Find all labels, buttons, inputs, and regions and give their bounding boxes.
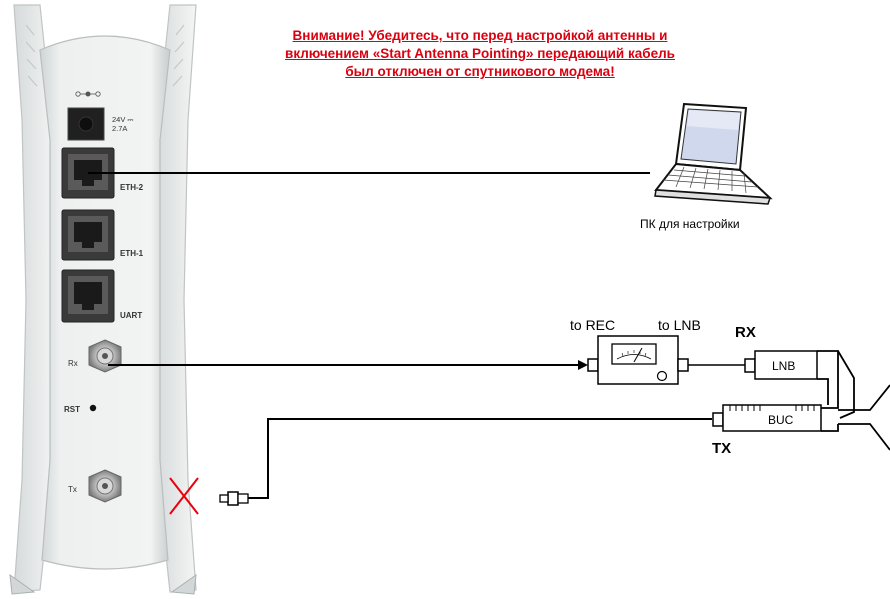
rx-arrow-icon (578, 360, 588, 370)
tx-label: TX (712, 440, 731, 457)
power-rating-line-2: 2.7A (112, 124, 127, 133)
meter-to-lnb-label: to LNB (658, 317, 701, 333)
rx-label: RX (735, 324, 756, 341)
uart-port (62, 270, 114, 322)
eth1-label: ETH-1 (120, 249, 144, 258)
satellite-modem-device: 24V ⎓ 2.7A ETH-2 ETH-1 UART Rx (0, 0, 210, 599)
rx-f-connector (89, 340, 121, 372)
eth2-label: ETH-2 (120, 183, 144, 192)
reset-button (90, 405, 96, 411)
disconnected-plug-icon (220, 492, 248, 505)
tx-f-connector (89, 470, 121, 502)
antenna-feed (817, 351, 890, 450)
power-rating-line-1: 24V ⎓ (112, 115, 134, 124)
laptop-icon (655, 104, 770, 204)
tx-coax-cable (248, 419, 712, 498)
buc-label: BUC (768, 413, 794, 427)
meter-to-rec-label: to REC (570, 317, 615, 333)
rst-label: RST (64, 405, 80, 414)
tx-port-label: Tx (68, 485, 77, 494)
eth1-port (62, 210, 114, 260)
pc-label: ПК для настройки (640, 217, 740, 231)
rx-port-label: Rx (68, 359, 78, 368)
signal-meter (588, 336, 688, 384)
lnb-label: LNB (772, 359, 795, 373)
uart-label: UART (120, 311, 142, 320)
